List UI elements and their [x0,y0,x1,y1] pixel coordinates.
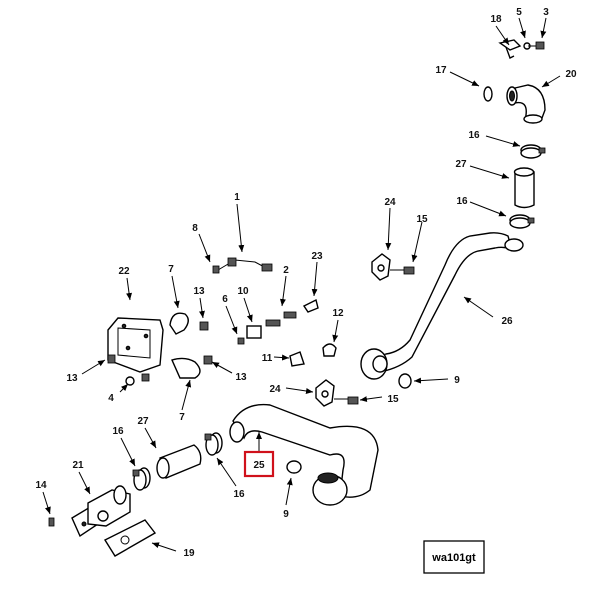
hose-part [156,444,202,479]
lower-pipe-part [229,403,379,506]
callout-10: 10 [237,286,249,297]
bolt-part [48,517,55,527]
hose-clamp-part [509,214,535,229]
o-ring-part [398,373,412,389]
callout-13: 13 [66,373,78,384]
reference-code: wa101gt [431,552,476,564]
reference-code-box [423,540,485,574]
nut-part [107,354,116,364]
callout-7: 7 [168,264,174,275]
callout-12: 12 [332,308,344,319]
valve-part [237,298,319,345]
callout-23: 23 [311,251,323,262]
callout-16: 16 [233,489,245,500]
callout-2: 2 [283,265,289,276]
strap-part [169,312,189,335]
long-pipe-part [360,232,524,380]
callout-27: 27 [137,416,149,427]
nut-part [141,373,150,382]
gasket-part [103,519,157,557]
callout-9: 9 [283,509,289,520]
nut-part [203,355,213,365]
callout-3: 3 [543,7,549,18]
callout-25-highlighted[interactable]: 25 [253,460,265,471]
clip-part [322,343,337,357]
callout-6: 6 [222,294,228,305]
fuel-line-part [212,257,273,274]
callout-7: 7 [179,412,185,423]
nut-part [199,321,209,331]
leader-lines [42,17,561,552]
callout-13: 13 [235,372,247,383]
callout-15: 15 [387,394,399,405]
highlighted-callout-box [243,450,275,478]
callout-9: 9 [454,375,460,386]
o-ring-part [483,86,493,102]
mounting-bracket-part [107,317,164,373]
callout-19: 19 [183,548,195,559]
callout-15: 15 [416,214,428,225]
pipe-bracket-part [371,253,415,281]
callout-4: 4 [108,393,114,404]
callout-16: 16 [468,130,480,141]
callout-8: 8 [192,223,198,234]
pipe-bracket-part [315,379,359,407]
hose-clamp-part [520,144,546,159]
nut-part [125,376,135,386]
callout-20: 20 [565,69,577,80]
callout-16: 16 [112,426,124,437]
strap-part [171,357,201,379]
outlet-flange-part [71,485,131,538]
o-ring-part [286,460,302,474]
callout-27: 27 [455,159,467,170]
callout-16: 16 [456,196,468,207]
callout-13: 13 [193,286,205,297]
callout-14: 14 [35,480,47,491]
callout-17: 17 [435,65,447,76]
callout-5: 5 [516,7,522,18]
callout-26: 26 [501,316,513,327]
callout-21: 21 [72,460,84,471]
upper-bracket-part [498,39,545,59]
clip-part [289,351,305,367]
callout-labels: 18 5 3 17 20 16 27 16 24 15 26 1 8 2 23 … [35,7,577,559]
callout-24: 24 [384,197,396,208]
callout-11: 11 [262,353,273,364]
hose-part [513,167,535,209]
hose-clamp-part [132,467,151,491]
hose-clamp-part [204,432,223,456]
callout-1: 1 [234,192,240,203]
callout-22: 22 [118,266,130,277]
upper-elbow-part [506,84,546,124]
callout-18: 18 [490,14,502,25]
callout-24: 24 [269,384,281,395]
